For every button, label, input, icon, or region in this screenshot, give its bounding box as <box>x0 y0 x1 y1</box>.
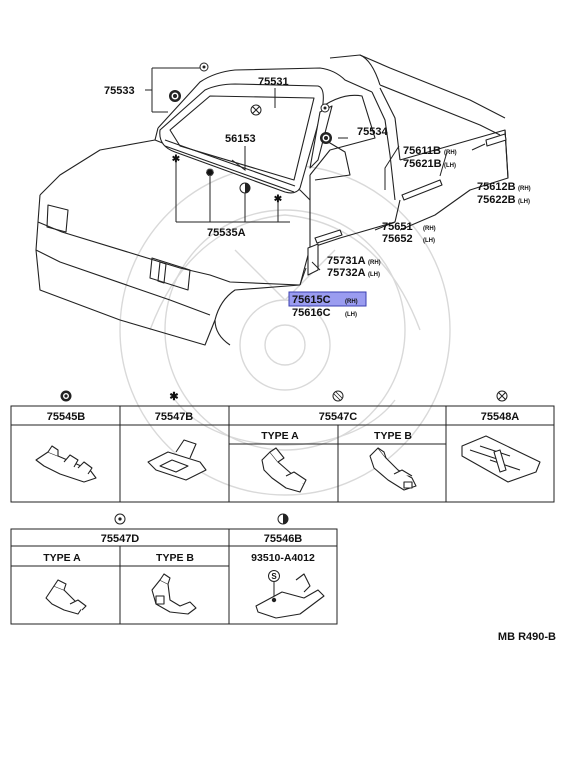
half-circle-icon <box>239 182 251 194</box>
label-75611B: 75611B <box>403 145 441 157</box>
svg-text:75547B: 75547B <box>155 411 194 423</box>
svg-text:✺: ✺ <box>206 168 215 179</box>
label-75622B: 75622B <box>477 194 516 206</box>
highlight-75615C <box>288 291 367 307</box>
svg-text:TYPE B: TYPE B <box>374 430 412 442</box>
clip-75548A-drawing <box>461 435 541 483</box>
svg-text:✱: ✱ <box>172 154 181 165</box>
label-75616C: 75616C <box>292 307 331 319</box>
svg-text:(RH): (RH) <box>518 186 531 192</box>
label-75732A: 75732A <box>327 267 366 279</box>
svg-text:75547D: 75547D <box>101 533 140 545</box>
watermark-emblem <box>119 164 451 496</box>
svg-text:TYPE B: TYPE B <box>156 552 194 564</box>
label-75531: 75531 <box>258 76 289 88</box>
svg-text:75548A: 75548A <box>481 411 520 423</box>
svg-text:✱: ✱ <box>274 194 283 205</box>
parts-table-2: 75547D 75546B TYPE A TYPE B 93510-A4012 … <box>10 513 338 625</box>
svg-text:TYPE A: TYPE A <box>261 430 299 442</box>
label-75533: 75533 <box>104 85 135 97</box>
svg-text:(LH): (LH) <box>423 238 435 244</box>
svg-text:(LH): (LH) <box>518 199 530 205</box>
label-75621B: 75621B <box>403 158 442 170</box>
clip-75547C-type-b-drawing <box>369 447 417 491</box>
label-75612B: 75612B <box>477 181 516 193</box>
crossed-circle-icon <box>496 390 508 402</box>
svg-text:(RH): (RH) <box>423 226 436 232</box>
truck-drawing <box>35 54 509 346</box>
svg-text:75547C: 75547C <box>319 411 358 423</box>
svg-text:(RH): (RH) <box>444 150 457 156</box>
figure-code: MB R490-B <box>498 631 556 643</box>
svg-text:(RH): (RH) <box>368 260 381 266</box>
clip-75547B-drawing <box>147 439 207 481</box>
truck-symbols: ✱ ✺ ✱ <box>169 62 332 205</box>
filled-circle-icon <box>60 390 72 402</box>
dotted-circle-icon <box>114 513 126 525</box>
star-icon: ✱ <box>169 391 178 403</box>
half-circle-icon <box>277 513 289 525</box>
label-75652: 75652 <box>382 233 413 245</box>
label-75535A: 75535A <box>207 227 246 239</box>
svg-text:75546B: 75546B <box>264 533 303 545</box>
clip-75547D-type-b-drawing <box>151 573 197 615</box>
clip-75545B-drawing <box>35 445 97 483</box>
clip-75546B-drawing: S <box>255 570 325 619</box>
svg-text:(RH): (RH) <box>345 299 358 305</box>
svg-text:(LH): (LH) <box>345 312 357 318</box>
leader-lines <box>145 67 486 286</box>
svg-text:TYPE A: TYPE A <box>43 552 81 564</box>
svg-text:(LH): (LH) <box>444 163 456 169</box>
label-75534: 75534 <box>357 126 388 138</box>
clip-75547C-type-a-drawing <box>261 447 307 493</box>
clip-75547D-type-a-drawing <box>45 579 87 615</box>
label-75731A: 75731A <box>327 255 366 267</box>
crossed-circle-icon <box>250 104 262 116</box>
callout-labels: 75533 75531 56153 75534 75611B (RH) 7562… <box>104 76 531 319</box>
label-56153: 56153 <box>225 133 256 145</box>
svg-text:(LH): (LH) <box>368 272 380 278</box>
parts-table-1: ✱ 75545B 75547B 75547C 75548A TYPE A TYP… <box>10 390 555 503</box>
svg-text:75545B: 75545B <box>47 411 86 423</box>
svg-text:S: S <box>271 572 277 581</box>
label-75615C: 75615C <box>292 294 331 306</box>
hatched-circle-icon <box>332 390 344 402</box>
svg-text:93510-A4012: 93510-A4012 <box>251 552 315 564</box>
label-75651: 75651 <box>382 221 413 233</box>
